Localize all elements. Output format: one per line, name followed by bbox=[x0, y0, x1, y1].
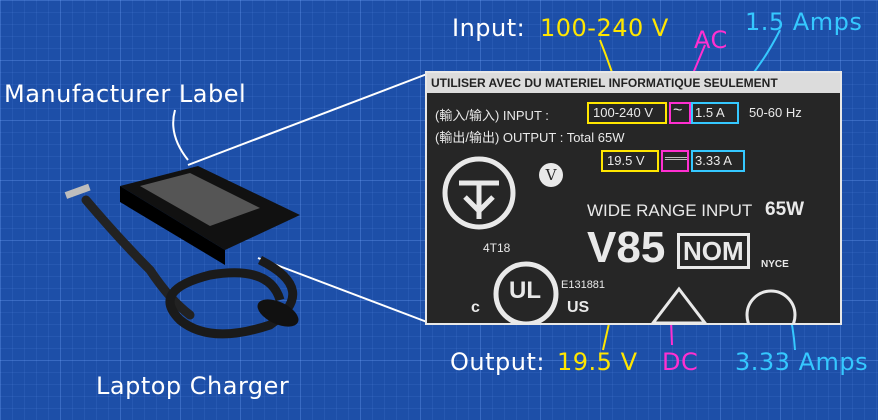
label-ac-symbol: ~ bbox=[673, 102, 683, 119]
cable-ferrite bbox=[257, 299, 299, 327]
label-closeup: UTILISER AVEC DU MATERIEL INFORMATIQUE S… bbox=[427, 73, 840, 323]
label-nyce: NYCE bbox=[761, 259, 789, 270]
label-dc-symbol: ═══ bbox=[665, 153, 689, 165]
label-input-line: (輸入/输入) INPUT : bbox=[435, 108, 549, 123]
label-wide-range: WIDE RANGE INPUT bbox=[587, 201, 753, 220]
label-code-4t18: 4T18 bbox=[483, 241, 511, 255]
output-voltage-highlight bbox=[601, 150, 659, 172]
recycle-logo-icon bbox=[745, 289, 797, 323]
label-output-voltage: 19.5 V bbox=[607, 153, 645, 168]
label-ul-c: c bbox=[471, 299, 480, 316]
manufacturer-label-caption: Manufacturer Label bbox=[4, 80, 247, 108]
label-watts: 65W bbox=[765, 199, 805, 220]
label-header: UTILISER AVEC DU MATERIEL INFORMATIQUE S… bbox=[427, 73, 840, 93]
output-current-highlight bbox=[691, 150, 745, 172]
callout-line-bottom bbox=[257, 257, 428, 323]
label-ul: UL bbox=[509, 277, 541, 304]
label-input-voltage: 100-240 V bbox=[593, 105, 653, 120]
laptop-charger-caption: Laptop Charger bbox=[96, 372, 290, 400]
charger-cable bbox=[81, 195, 195, 320]
charger-label-sticker bbox=[140, 173, 260, 226]
label-model: V85 bbox=[587, 223, 666, 272]
callout-line-top bbox=[187, 73, 428, 166]
dc-highlight bbox=[661, 150, 689, 172]
charger-brick-side bbox=[120, 186, 225, 265]
input-voltage-value: 100-240 V bbox=[540, 14, 669, 42]
dc-caption: DC bbox=[662, 348, 699, 376]
label-e-number: E131881 bbox=[561, 279, 606, 291]
output-amps-value: 3.33 Amps bbox=[735, 348, 869, 376]
input-voltage-highlight bbox=[587, 102, 667, 124]
input-current-highlight bbox=[691, 102, 739, 124]
label-v-mark: V bbox=[539, 163, 563, 187]
label-output-line: (輸出/输出) OUTPUT : Total 65W bbox=[435, 130, 625, 145]
charger-plug bbox=[64, 183, 91, 199]
warning-triangle-icon bbox=[651, 286, 707, 323]
label-input-current: 1.5 A bbox=[695, 105, 725, 120]
label-frequency: 50-60 Hz bbox=[749, 105, 802, 120]
cable-loop bbox=[165, 255, 298, 339]
input-amps-value: 1.5 Amps bbox=[745, 8, 863, 36]
certification-logo-icon bbox=[442, 156, 516, 230]
ul-logo-icon bbox=[493, 261, 559, 323]
ac-highlight bbox=[669, 102, 691, 124]
label-output-current: 3.33 A bbox=[695, 153, 732, 168]
output-voltage-value: 19.5 V bbox=[557, 348, 638, 376]
label-nom: NOM bbox=[677, 233, 750, 269]
laptop-charger-image bbox=[64, 166, 300, 339]
label-ul-us: US bbox=[567, 299, 590, 316]
input-caption: Input: bbox=[452, 14, 526, 42]
output-caption: Output: bbox=[450, 348, 545, 376]
manufacturer-pointer bbox=[172, 109, 189, 161]
ac-caption: AC bbox=[694, 26, 728, 54]
